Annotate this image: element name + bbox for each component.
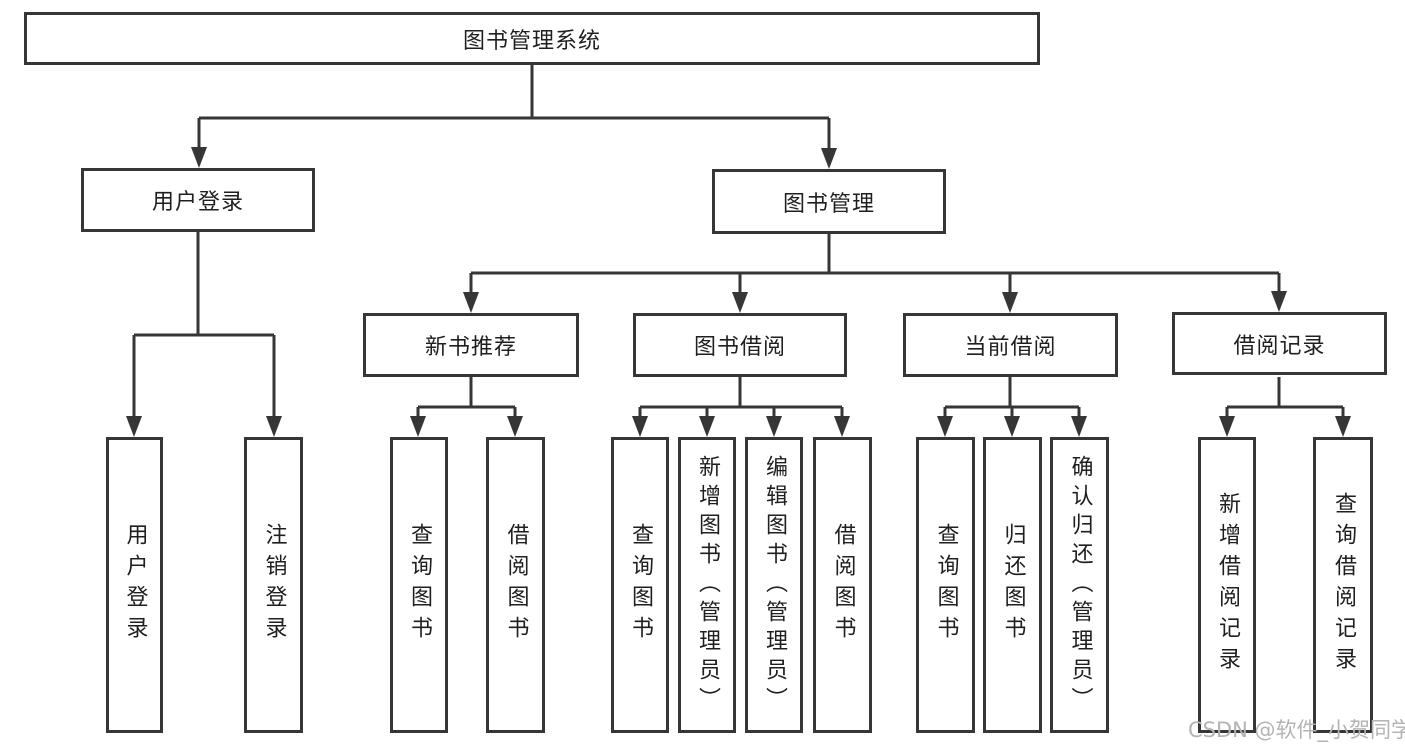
- node-root: 图书管理系统: [24, 12, 1040, 65]
- node-root-label: 图书管理系统: [462, 28, 601, 54]
- leaf-borrowing-add-books-admin: 新增图书（管理员）: [678, 437, 736, 733]
- leaf-borrowing-query-books: 查询图书: [611, 437, 669, 733]
- leaf-recommend-query-books-label: 查询图书: [407, 523, 432, 647]
- watermark-text: CSDN @软件_小贺同学: [1188, 718, 1405, 742]
- leaf-current-confirm-return-admin-label: 确认归还（管理员）: [1067, 454, 1093, 716]
- leaf-user-login-label: 用户登录: [122, 523, 148, 647]
- leaf-borrowing-edit-books-admin-label: 编辑图书（管理员）: [762, 454, 787, 716]
- connector-strokes: [132, 64, 1345, 421]
- node-new-book-recommend: 新书推荐: [363, 313, 579, 377]
- leaf-recommend-query-books: 查询图书: [390, 437, 448, 733]
- leaf-borrowing-query-books-label: 查询图书: [628, 523, 653, 647]
- node-book-management-label: 图书管理: [782, 191, 875, 217]
- leaf-records-add-record-label: 新增借阅记录: [1215, 492, 1240, 678]
- node-book-borrowing: 图书借阅: [633, 313, 847, 377]
- node-book-management: 图书管理: [712, 169, 946, 234]
- node-new-book-recommend-label: 新书推荐: [424, 335, 517, 360]
- leaf-current-confirm-return-admin: 确认归还（管理员）: [1050, 437, 1109, 733]
- leaf-current-return-books-label: 归还图书: [1000, 523, 1026, 647]
- leaf-user-login: 用户登录: [106, 437, 163, 733]
- leaf-current-return-books: 归还图书: [983, 437, 1042, 733]
- arrowheads: [126, 147, 1351, 437]
- leaf-recommend-borrow-books-label: 借阅图书: [503, 523, 529, 647]
- leaf-records-query-record-label: 查询借阅记录: [1331, 492, 1356, 678]
- leaf-current-query-books-label: 查询图书: [933, 523, 959, 647]
- leaf-recommend-borrow-books: 借阅图书: [486, 437, 545, 733]
- leaf-borrowing-borrow-books-label: 借阅图书: [830, 523, 856, 647]
- node-borrowing-records-label: 借阅记录: [1233, 333, 1326, 359]
- node-user-login: 用户登录: [81, 168, 315, 232]
- node-borrowing-records: 借阅记录: [1172, 312, 1387, 375]
- leaf-records-add-record: 新增借阅记录: [1198, 437, 1256, 733]
- node-current-borrowing: 当前借阅: [903, 313, 1118, 377]
- leaf-borrowing-borrow-books: 借阅图书: [813, 437, 872, 733]
- leaf-records-query-record: 查询借阅记录: [1313, 437, 1373, 733]
- leaf-current-query-books: 查询图书: [916, 437, 975, 733]
- leaf-logout-label: 注销登录: [261, 523, 287, 647]
- node-current-borrowing-label: 当前借阅: [964, 335, 1057, 360]
- leaf-borrowing-add-books-admin-label: 新增图书（管理员）: [695, 454, 720, 716]
- node-user-login-label: 用户登录: [151, 190, 244, 215]
- node-book-borrowing-label: 图书借阅: [693, 335, 786, 360]
- leaf-logout: 注销登录: [244, 437, 303, 733]
- leaf-borrowing-edit-books-admin: 编辑图书（管理员）: [745, 437, 803, 733]
